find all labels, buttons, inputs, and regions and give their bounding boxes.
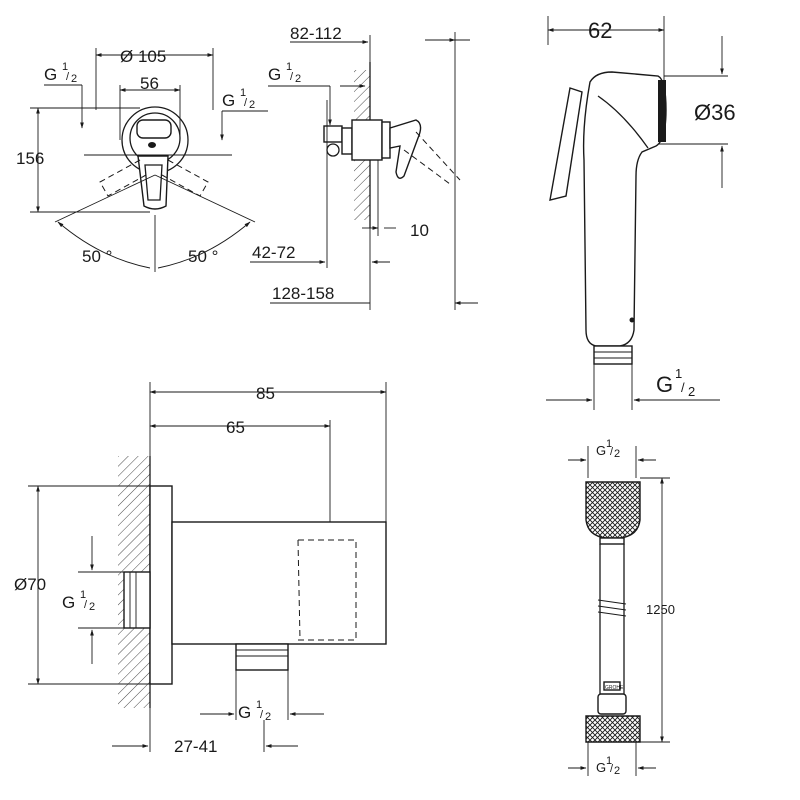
hose-bottom-nut [585, 715, 641, 743]
svg-text:1: 1 [256, 699, 262, 711]
spray-thread [593, 345, 633, 365]
svg-text:1: 1 [606, 438, 612, 450]
outlet-inlet-thread-label: G [62, 593, 75, 612]
svg-text:2: 2 [295, 73, 301, 85]
side-lever [389, 119, 422, 179]
outlet-bottom-thread [235, 643, 289, 671]
side-thread-label: G [268, 65, 281, 84]
svg-text:2: 2 [614, 765, 620, 777]
dim-10: 10 [410, 221, 429, 240]
dim-plate-diameter: Ø 105 [120, 47, 166, 66]
spray-thread-label: G [656, 372, 673, 397]
svg-text:/: / [610, 763, 614, 775]
hose-thread-top-label: G [596, 443, 606, 458]
mixer-lever [137, 155, 169, 210]
svg-text:2: 2 [89, 601, 95, 613]
outlet-flange [149, 485, 173, 685]
dim-outlet-range: 27-41 [174, 737, 217, 756]
dim-spray-length: 62 [588, 18, 612, 43]
wall-outlet-view: 85 65 Ø70 G 1 / 2 [14, 382, 387, 756]
spray-head-view: 62 Ø36 G 1 / 2 [546, 16, 736, 410]
mixer-front-view: Ø 105 56 G 1 / 2 G 1 / 2 156 [16, 47, 268, 272]
svg-text:/: / [290, 71, 294, 83]
dim-128-158: 128-158 [272, 284, 334, 303]
svg-text:/: / [681, 380, 685, 395]
svg-text:/: / [610, 446, 614, 458]
svg-text:1: 1 [80, 589, 86, 601]
dim-depth-range: 82-112 [290, 24, 342, 43]
svg-text:/: / [84, 599, 88, 611]
dim-outlet-total: 85 [256, 384, 275, 403]
svg-text:2: 2 [71, 73, 77, 85]
angle-left: 50 ° [82, 247, 112, 266]
angle-right: 50 ° [188, 247, 218, 266]
svg-text:/: / [244, 97, 248, 109]
hose-thread-bottom-label: G [596, 760, 606, 775]
svg-text:2: 2 [614, 448, 620, 460]
outlet-bottom-thread-label: G [238, 703, 251, 722]
svg-text:1: 1 [62, 61, 68, 73]
svg-text:2: 2 [249, 99, 255, 111]
spray-body [582, 71, 667, 347]
dim-hose-length: 1250 [646, 602, 675, 617]
svg-text:/: / [260, 709, 264, 721]
thread-right-label: G [222, 91, 235, 110]
svg-text:1: 1 [675, 366, 682, 381]
outlet-inlet-thread [123, 571, 151, 629]
svg-text:/: / [66, 71, 70, 83]
spray-trigger [549, 87, 583, 201]
svg-text:1: 1 [606, 755, 612, 767]
dim-42-72: 42-72 [252, 243, 295, 262]
outlet-body [171, 521, 387, 645]
side-body [351, 119, 383, 161]
svg-text:2: 2 [688, 384, 695, 399]
dim-height: 156 [16, 149, 44, 168]
mixer-handle-top [136, 119, 172, 139]
dim-center: 56 [140, 74, 159, 93]
dim-outlet-diameter: Ø70 [14, 575, 46, 594]
svg-text:2: 2 [265, 711, 271, 723]
hose-brand-mark: GROHE [605, 685, 624, 691]
dim-outlet-65: 65 [226, 418, 245, 437]
hose-top-nut [585, 481, 641, 539]
mixer-side-view: 82-112 G 1 / 2 10 42-72 128 [250, 24, 478, 310]
svg-text:1: 1 [240, 87, 246, 99]
svg-text:1: 1 [286, 61, 292, 73]
thread-left-label: G [44, 65, 57, 84]
dim-spray-diameter: Ø36 [694, 100, 736, 125]
hose-view: G 1 / 2 GROHE 1250 G 1 / 2 [568, 438, 675, 777]
